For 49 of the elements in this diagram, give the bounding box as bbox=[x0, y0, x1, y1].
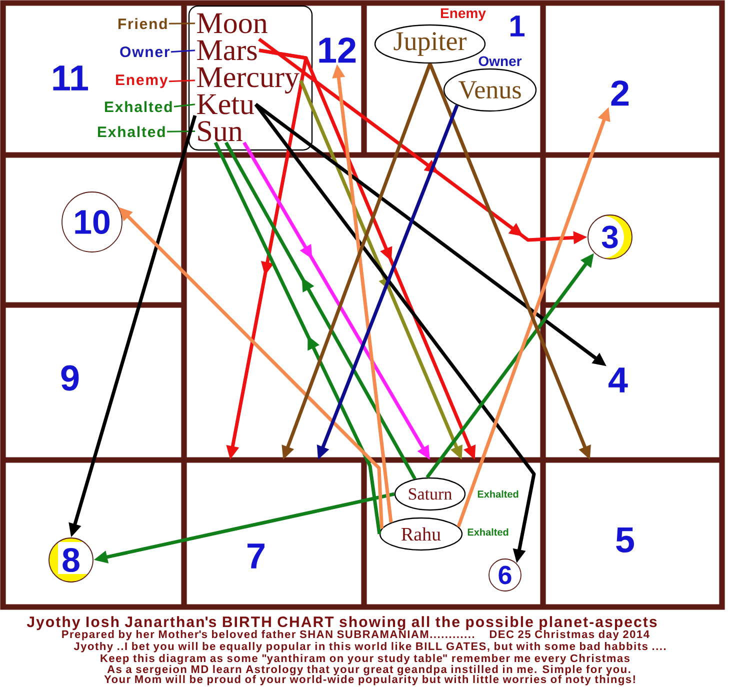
house-cell bbox=[3, 155, 184, 305]
house-number: 4 bbox=[608, 368, 628, 392]
leader-line bbox=[170, 50, 196, 53]
relation-label: Exhalted bbox=[105, 101, 172, 112]
aspect-arrow bbox=[214, 142, 382, 534]
house-cell bbox=[3, 460, 184, 607]
note-text: Your Mom will be proud of your world-wide popularity but with little worries of noty things! bbox=[104, 675, 635, 686]
leader-line bbox=[169, 22, 196, 24]
house-number: 12 bbox=[319, 37, 356, 63]
planet-name: Moon bbox=[197, 13, 268, 34]
leader-line bbox=[168, 80, 196, 82]
house-cell bbox=[3, 3, 184, 155]
house-cell bbox=[184, 460, 364, 607]
note-text: DEC 25 Christmas day 2014 bbox=[490, 630, 650, 640]
house-cell bbox=[364, 3, 543, 155]
leader-line bbox=[174, 104, 196, 108]
note-text: As a sergeion MD learn Astrology that your great geandpa instilled in me. Simple for you. bbox=[107, 665, 630, 676]
relation-label: Friend bbox=[118, 18, 167, 30]
leader-line bbox=[167, 130, 196, 132]
house-cell bbox=[543, 155, 722, 305]
house-number: 11 bbox=[53, 66, 88, 90]
house-cell bbox=[364, 460, 543, 607]
chart-title: Jyothy Iosh Janarthan's BIRTH CHART showing all the possible planet-aspects bbox=[26, 616, 657, 630]
relation-label: Enemy bbox=[116, 74, 168, 88]
planet-name: Mercury bbox=[197, 67, 300, 94]
relation-label: Exhalted bbox=[98, 126, 165, 138]
house-number: 2 bbox=[611, 80, 629, 106]
relation-label: Owner bbox=[478, 56, 522, 66]
aspect-arrow bbox=[224, 142, 416, 480]
house-number: 7 bbox=[248, 544, 264, 568]
house-number: 1 bbox=[510, 16, 525, 36]
house-cell bbox=[543, 460, 722, 607]
house-number: 5 bbox=[616, 527, 634, 553]
house-cell bbox=[543, 305, 722, 460]
planet-name: Ketu bbox=[197, 94, 254, 114]
relation-label: Enemy bbox=[441, 8, 486, 21]
house-cell bbox=[3, 305, 184, 460]
planet-name: Mars bbox=[197, 40, 257, 60]
relation-label: Exhalted bbox=[478, 490, 518, 498]
house-cell bbox=[184, 3, 364, 155]
relation-label: Exhalted bbox=[468, 528, 508, 536]
house-number: 9 bbox=[61, 365, 79, 391]
note-text: Prepared by her Mother's beloved father SHAN SUBRAMANIAM............ bbox=[62, 630, 474, 640]
rounded-box bbox=[188, 5, 313, 151]
house-cell bbox=[543, 3, 722, 155]
planet-name: Sun bbox=[198, 121, 242, 142]
note-text: Jyothy ..I bet you will be equally popular in this world like BILL GATES, but with some bad habbits .... bbox=[74, 642, 666, 652]
note-text: Keep this diagram as some "yanthiram on your study table" remember me every Christmas bbox=[100, 654, 630, 664]
relation-label: Owner bbox=[120, 46, 170, 58]
